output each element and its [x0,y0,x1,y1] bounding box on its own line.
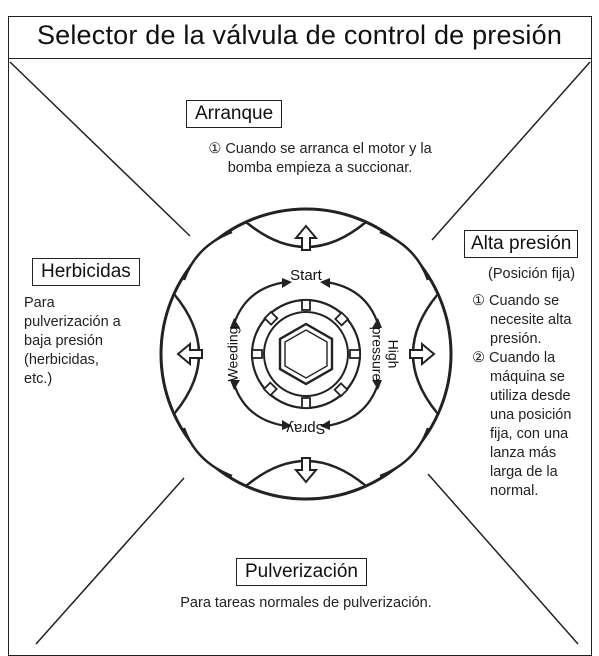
diagonal-line-bottom-left [35,477,185,645]
alta-line-3: presión. [490,331,542,347]
dial-label-spray: Spray [286,420,326,437]
alta-line-7: una posición [490,407,572,423]
alta-line-11: normal. [490,483,539,499]
diagram-title: Selector de la válvula de control de pre… [36,20,563,50]
dial-label-pressure: pressure [369,327,385,382]
arrow-left-icon [176,341,203,367]
alta-line-6: utiliza desde [490,388,571,404]
herbicidas-text: Para pulverización a baja presión (herbi… [24,294,164,389]
alta-line-5: máquina se [490,369,565,385]
pulverizacion-text: Para tareas normales de pulverización. [180,595,432,611]
dial-label-start: Start [290,267,323,284]
dial-label-weeding: Weeding [225,326,241,381]
arrow-right-icon [409,341,436,367]
rotation-arrowheads [230,278,382,430]
arranque-item-1-cont: bomba empieza a succionar. [227,160,413,176]
alta-line-1: ① Cuando se [472,293,560,309]
hex-nut-icon [278,322,334,386]
herbicidas-line-4: (herbicidas, [24,352,99,368]
herbicidas-line-2: pulverización a [24,314,121,330]
hub-notches [251,299,361,409]
herbicidas-line-1: Para [24,295,55,311]
diagonal-line-bottom-right [427,473,579,645]
rotation-arrows [232,280,380,428]
title-divider [8,58,592,59]
alta-line-10: larga de la [490,464,558,480]
pulverizacion-label: Pulverización [236,558,367,586]
herbicidas-line-3: baja presión [24,333,103,349]
arranque-item-1: ① Cuando se arranca el motor y la [208,141,432,157]
alta-line-2: necesite alta [490,312,572,328]
arrow-down-icon [293,457,319,484]
alta-line-9: lanza más [490,445,557,461]
alta-presion-subtitle: (Posición fija) [488,266,576,282]
alta-line-4: ② Cuando la [472,350,556,366]
alta-presion-label: Alta presión [464,230,579,258]
diagonal-line-top-left [9,61,191,237]
dial-label-high: High [385,340,401,369]
diagonal-line-top-right [431,61,591,241]
herbicidas-label: Herbicidas [32,258,140,286]
alta-line-8: fija, con una [490,426,569,442]
alta-presion-text: ① Cuando se necesite alta presión. ② Cua… [472,292,598,501]
arrow-up-icon [293,224,319,251]
herbicidas-line-5: etc.) [24,371,53,387]
arranque-label: Arranque [186,100,283,128]
arranque-text: ① Cuando se arranca el motor y la bomba … [150,140,490,178]
